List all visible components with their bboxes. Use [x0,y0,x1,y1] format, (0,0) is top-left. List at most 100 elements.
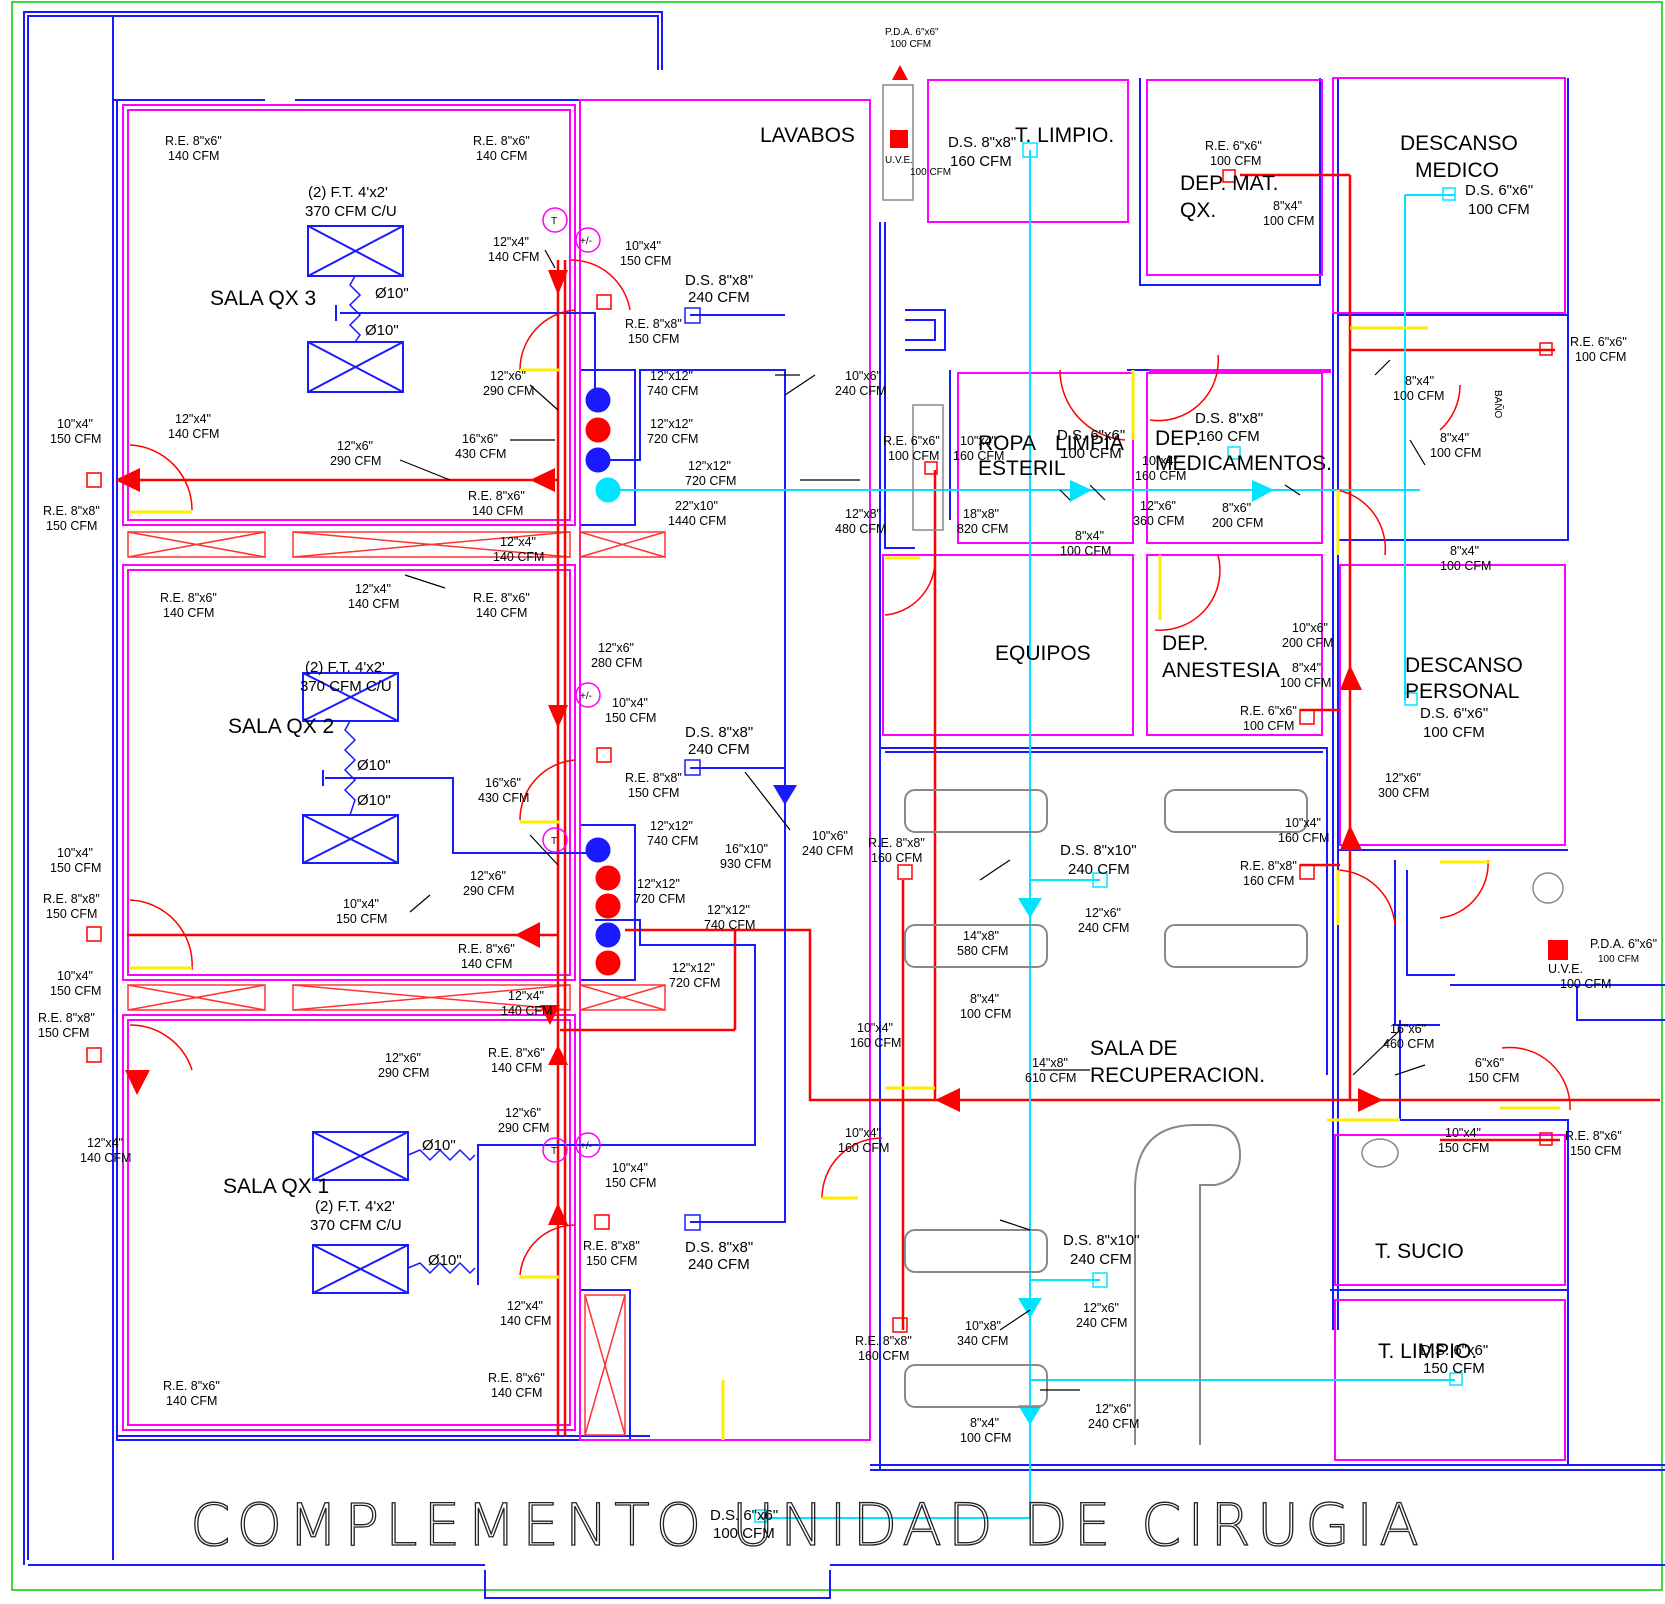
d-qx1-124: 12"x4" [87,1136,123,1150]
d-qx3-12x4-cfm: 140 CFM [488,250,539,264]
re-qx2-88b: R.E. 8"x8" [43,892,100,906]
re-qx3-88: R.E. 8"x8" [625,317,682,331]
re-qx3-86b-cfm: 140 CFM [472,504,523,518]
d-recup-148b-cfm: 610 CFM [1025,1071,1076,1085]
d-anest-84: 8"x4" [1292,661,1321,675]
d-recup-166: 16"x6" [1390,1022,1426,1036]
d-r5-cfm: 740 CFM [647,834,698,848]
re-qx2-86b-cfm: 140 CFM [461,957,512,971]
d-bano-84a-cfm: 100 CFM [1393,389,1444,403]
thermostat-symbols [542,207,601,1163]
d-qx3-126: 12"x6" [337,439,373,453]
d-descper-126-cfm: 300 CFM [1378,786,1429,800]
room-sala-qx1: SALA QX 1 [223,1175,329,1198]
re-qx1-br-cfm: 140 CFM [491,1386,542,1400]
pm-qx2: +/- [580,691,592,702]
clean-supply-ducts [605,150,1455,1519]
drawing-border [11,1,1663,1591]
d-depmed-104-cfm: 160 CFM [1135,469,1186,483]
re-qx2-tr-cfm: 140 CFM [476,606,527,620]
phi-qx3-b: Ø10" [365,322,399,339]
ds-depmed: D.S. 8"x8" [1195,410,1263,427]
d-anest-84-cfm: 100 CFM [1280,676,1331,690]
re-qx2-86b: R.E. 8"x6" [458,942,515,956]
d-qx3-12x6-cfm: 290 CFM [483,384,534,398]
re-qx3-88b: R.E. 8"x8" [43,504,100,518]
pm-qx3: +/- [580,236,592,247]
duct-annotations: R.E. 8"x6" 140 CFM R.E. 8"x6" 140 CFM 12… [38,27,1657,1542]
d-86-cfm: 200 CFM [1212,516,1263,530]
d-r2: 12"x12" [650,417,693,431]
d-qx1-124b-cfm: 140 CFM [500,1314,551,1328]
ds-tlimpio-cfm: 160 CFM [950,153,1012,170]
d-qx1-104b-cfm: 150 CFM [605,1176,656,1190]
room-ropa: ROPA [978,432,1036,455]
d-qx2-126b-cfm: 290 CFM [463,884,514,898]
room-labels: LAVABOS T. LIMPIO. DEP. MAT. QX. DESCANS… [210,124,1523,1363]
room-dep-mat-1: DEP. MAT. [1180,172,1278,195]
supply-diffusers [684,307,701,1231]
d-bano-84c-cfm: 100 CFM [1440,559,1491,573]
phi-qx1-b: Ø10" [428,1252,462,1269]
ft-count-qx3: (2) F.T. 4'x2' [308,184,388,201]
d-depmed-104: 10"x4" [1142,454,1178,468]
return-ducts [322,305,786,1285]
room-equipos: EQUIPOS [995,642,1091,665]
d-ropa-104: 10"x4" [960,434,996,448]
d-qx1-126b: 12"x6" [505,1106,541,1120]
d-recup-104c-cfm: 160 CFM [838,1141,889,1155]
d-recup-108-cfm: 340 CFM [957,1334,1008,1348]
re-depmat-cfm: 100 CFM [1210,154,1261,168]
re-bano-cfm: 100 CFM [1575,350,1626,364]
re-qx1-br: R.E. 8"x6" [488,1371,545,1385]
d-128-cfm: 480 CFM [835,522,886,536]
re-qx2-88-cfm: 150 CFM [628,786,679,800]
d-qx3-10x4-cfm: 150 CFM [620,254,671,268]
d-anest-106: 10"x6" [1292,621,1328,635]
ft-count-qx2: (2) F.T. 4'x2' [305,659,385,676]
re-qx3-tr: R.E. 8"x6" [473,134,530,148]
uve-top-cfm: 100 CFM [910,167,951,178]
d-r5: 12"x12" [650,819,693,833]
ds-qx1: D.S. 8"x8" [685,1239,753,1256]
d-r7: 12"x12" [707,903,750,917]
d-qx2-126-cfm: 280 CFM [591,656,642,670]
uve-right: U.V.E. [1548,962,1583,976]
pda-right: P.D.A. 6"x6" [1590,937,1657,951]
uve-right-cfm: 100 CFM [1560,977,1611,991]
d-188-cfm: 820 CFM [957,522,1008,536]
ds-recup-a: D.S. 8"x10" [1060,842,1137,859]
re-qx2-tl-cfm: 140 CFM [163,606,214,620]
re-recup-88c: R.E. 8"x8" [855,1334,912,1348]
d-recup-148a-cfm: 580 CFM [957,944,1008,958]
d-r8: 12"x12" [672,961,715,975]
ft-cfm-qx2: 370 CFM C/U [300,678,392,695]
d-recup-126b: 12"x6" [1083,1301,1119,1315]
d-106b-cfm: 240 CFM [802,844,853,858]
d-r4-cfm: 1440 CFM [668,514,726,528]
ds-descmed-cfm: 100 CFM [1468,201,1530,218]
phi-qx2-b: Ø10" [357,792,391,809]
door-stops [130,326,1560,1440]
re-recup-88a-cfm: 160 CFM [1243,874,1294,888]
room-dep-anest-2: ANESTESIA [1162,659,1280,682]
ds-bottom: D.S. 6"x6" [710,1507,778,1524]
re-sucio-cfm: 150 CFM [1570,1144,1621,1158]
d-qx3-124-cfm: 140 CFM [168,427,219,441]
d-sucio-104-cfm: 150 CFM [1438,1141,1489,1155]
ds-qx2: D.S. 8"x8" [685,724,753,741]
exhaust-grilles [86,169,1553,1333]
d-qx2-104c: 10"x4" [343,897,379,911]
room-t-sucio: T. SUCIO [1375,1240,1464,1263]
ds-bottom-cfm: 100 CFM [713,1525,775,1542]
d-r2-cfm: 720 CFM [647,432,698,446]
room-dep-mat-2: QX. [1180,199,1216,222]
re-ropa-cfm: 100 CFM [888,449,939,463]
d-qx2-126: 12"x6" [598,641,634,655]
re-qx3-86b: R.E. 8"x6" [468,489,525,503]
ds-qx1-cfm: 240 CFM [688,1256,750,1273]
re-sucio: R.E. 8"x6" [1565,1129,1622,1143]
d-recup-166-cfm: 460 CFM [1383,1037,1434,1051]
d-qx3-166: 16"x6" [462,432,498,446]
d-qx3-126-cfm: 290 CFM [330,454,381,468]
